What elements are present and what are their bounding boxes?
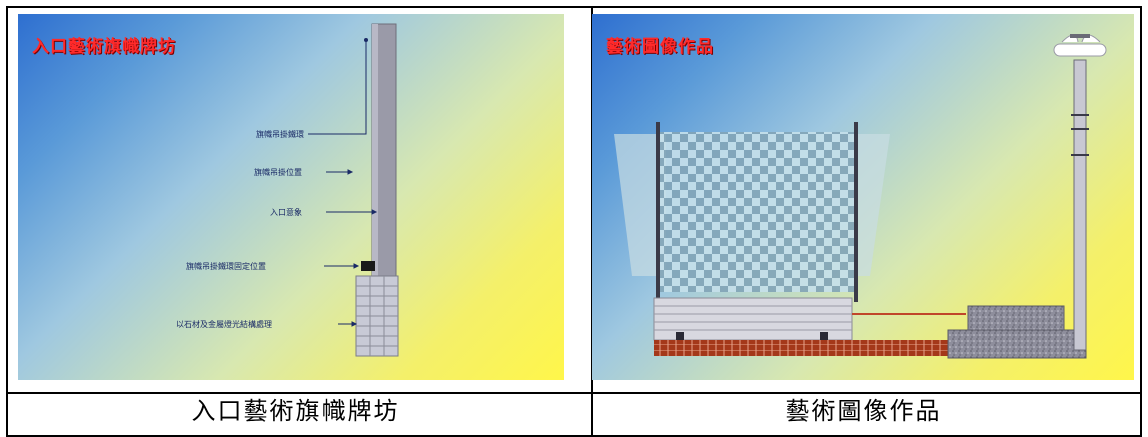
installation-drawing — [614, 34, 1107, 359]
lamp-post — [1073, 59, 1087, 351]
left-panel-title: 入口藝術旗幟牌坊 — [32, 37, 176, 57]
archway-drawing — [308, 23, 399, 357]
archway-pole-highlight — [372, 24, 378, 354]
lamp-head — [1053, 43, 1107, 57]
base-foot-right — [820, 332, 828, 344]
top-ring-dot — [364, 38, 368, 42]
stacked-stone-base — [653, 297, 853, 341]
left-caption: 入口藝術旗幟牌坊 — [191, 397, 400, 425]
callout-arrows — [324, 169, 378, 327]
lamp-cap — [1070, 34, 1090, 38]
callout-label-5: 以石材及金屬燈光結構處理 — [176, 320, 272, 329]
screen-post-right — [854, 122, 858, 302]
callout-label-3: 入口意象 — [270, 208, 302, 217]
right-light-cone — [852, 134, 890, 276]
table-divider-horizontal — [8, 392, 1140, 394]
base-foot-left — [676, 332, 684, 344]
callout-label-2: 旗幟吊掛位置 — [254, 168, 302, 177]
granite-plinth-base — [947, 329, 1087, 359]
screen-post-left — [656, 122, 660, 302]
right-panel-title: 藝術圖像作品 — [606, 37, 714, 57]
stone-base-lines — [356, 276, 398, 356]
entrance-banner-archway-image: 入口藝術旗幟牌坊 旗幟吊掛鐵環 旗幟吊掛位置 入口意象 旗幟吊掛鐵環固定位置 — [18, 14, 564, 380]
callout-label-4: 旗幟吊掛鐵環固定位置 — [186, 262, 266, 271]
checkered-screen — [660, 132, 856, 292]
art-graphic-installation-image: 藝術圖像作品 — [592, 14, 1134, 380]
left-light-cone — [614, 134, 666, 276]
callout-line-1 — [308, 42, 367, 135]
brick-ground — [654, 340, 954, 356]
callout-label-1: 旗幟吊掛鐵環 — [256, 130, 304, 139]
right-caption: 藝術圖像作品 — [785, 397, 942, 425]
mounting-box — [361, 261, 375, 271]
